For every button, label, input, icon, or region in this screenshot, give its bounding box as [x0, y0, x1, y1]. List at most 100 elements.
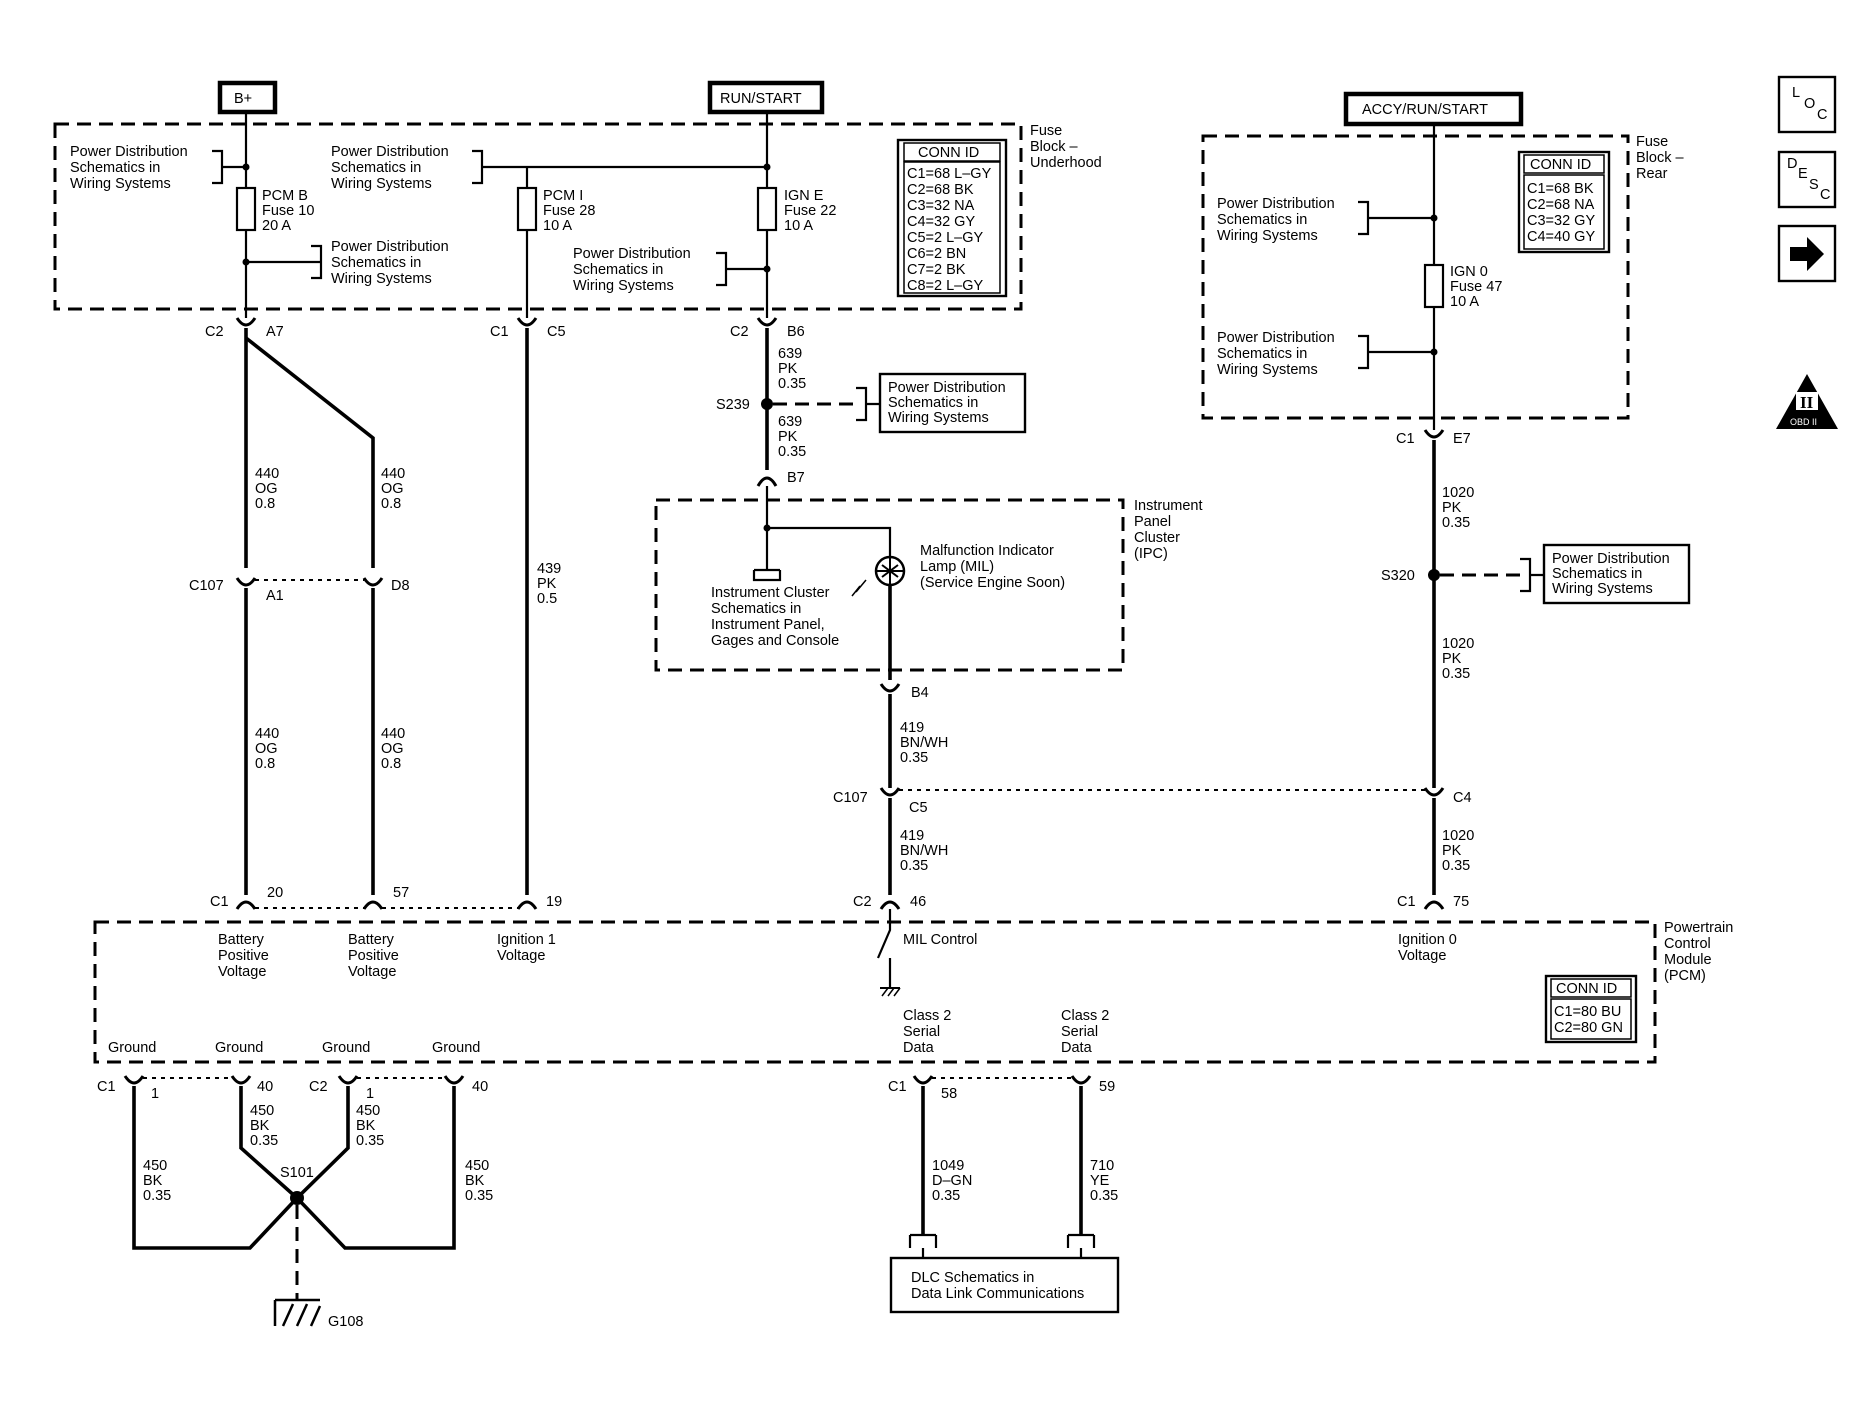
svg-text:B4: B4: [911, 685, 929, 701]
svg-text:Instrument Cluster: Instrument Cluster: [711, 585, 830, 601]
wire-1020-label: 1020 PK 0.35: [1442, 485, 1474, 531]
svg-text:1020: 1020: [1442, 636, 1474, 652]
svg-text:Data: Data: [1061, 1040, 1093, 1056]
location-button[interactable]: L O C: [1777, 75, 1837, 134]
svg-text:Schematics in: Schematics in: [1217, 212, 1307, 228]
wire-639-label: 639 PK 0.35: [778, 346, 806, 392]
svg-text:Malfunction Indicator: Malfunction Indicator: [920, 543, 1054, 559]
svg-text:C8=2 L–GY: C8=2 L–GY: [907, 278, 984, 294]
svg-text:C1: C1: [888, 1079, 907, 1095]
svg-text:D8: D8: [391, 578, 410, 594]
svg-text:BK: BK: [356, 1118, 376, 1134]
svg-text:Module: Module: [1664, 952, 1712, 968]
svg-text:0.35: 0.35: [356, 1133, 384, 1149]
svg-text:G108: G108: [328, 1314, 363, 1330]
svg-text:639: 639: [778, 414, 802, 430]
svg-text:C2: C2: [730, 324, 749, 340]
description-button[interactable]: D E S C: [1777, 150, 1837, 209]
pcm-ground: Ground: [322, 1040, 370, 1056]
pcm-ignition-0-voltage: Ignition 0 Voltage: [1398, 932, 1457, 964]
svg-text:C5: C5: [547, 324, 566, 340]
svg-text:1020: 1020: [1442, 485, 1474, 501]
svg-text:Schematics in: Schematics in: [888, 395, 978, 411]
svg-text:450: 450: [250, 1103, 274, 1119]
fuse-block-underhood-label: Fuse Block – Underhood: [1030, 123, 1102, 171]
svg-text:Power Distribution: Power Distribution: [1217, 330, 1335, 346]
svg-text:Voltage: Voltage: [218, 964, 266, 980]
wire-419-label: 419 BN/WH 0.35: [900, 720, 948, 766]
svg-text:Power Distribution: Power Distribution: [573, 246, 691, 262]
svg-text:C4: C4: [1453, 790, 1472, 806]
svg-text:Schematics in: Schematics in: [1552, 566, 1642, 582]
svg-text:Wiring Systems: Wiring Systems: [1217, 362, 1318, 378]
svg-text:439: 439: [537, 561, 561, 577]
svg-text:A1: A1: [266, 588, 284, 604]
svg-text:C5: C5: [909, 800, 928, 816]
svg-text:C2: C2: [853, 894, 872, 910]
svg-text:C2=80 GN: C2=80 GN: [1554, 1020, 1623, 1036]
svg-text:E: E: [1798, 166, 1808, 182]
svg-text:Wiring Systems: Wiring Systems: [331, 176, 432, 192]
wire-710-label: 710 YE 0.35: [1090, 1158, 1118, 1204]
next-page-button[interactable]: [1777, 224, 1837, 283]
svg-text:Wiring Systems: Wiring Systems: [888, 410, 989, 426]
svg-text:C107: C107: [833, 790, 868, 806]
svg-text:Underhood: Underhood: [1030, 155, 1102, 171]
power-distribution-ref: Power Distribution Schematics in Wiring …: [1217, 330, 1434, 378]
svg-text:E7: E7: [1453, 431, 1471, 447]
fuse-ign-0: IGN 0 Fuse 47 10 A: [1423, 263, 1502, 310]
svg-text:C1: C1: [1397, 894, 1416, 910]
wire-1020-label: 1020 PK 0.35: [1442, 828, 1474, 874]
svg-text:Instrument Panel,: Instrument Panel,: [711, 617, 825, 633]
ground-icon: [880, 987, 901, 997]
wire-450-label: 450 BK 0.35: [250, 1103, 278, 1149]
svg-text:450: 450: [465, 1158, 489, 1174]
svg-text:CONN ID: CONN ID: [1530, 157, 1591, 173]
svg-text:Schematics in: Schematics in: [1217, 346, 1307, 362]
svg-text:(Service Engine Soon): (Service Engine Soon): [920, 575, 1065, 591]
svg-text:419: 419: [900, 720, 924, 736]
svg-text:CONN ID: CONN ID: [918, 145, 979, 161]
svg-text:OBD II: OBD II: [1790, 417, 1817, 427]
svg-text:O: O: [1804, 96, 1815, 112]
svg-text:450: 450: [143, 1158, 167, 1174]
power-distribution-ref: Power Distribution Schematics in Wiring …: [856, 372, 1027, 434]
right-arrow-icon: [1790, 237, 1824, 271]
power-distribution-ref: Power Distribution Schematics in Wiring …: [331, 144, 490, 192]
svg-text:40: 40: [472, 1079, 488, 1095]
svg-text:Wiring Systems: Wiring Systems: [1217, 228, 1318, 244]
svg-text:1: 1: [366, 1086, 374, 1102]
pcm-ground: Ground: [432, 1040, 480, 1056]
svg-text:75: 75: [1453, 894, 1469, 910]
svg-text:Instrument: Instrument: [1134, 498, 1203, 514]
svg-text:Cluster: Cluster: [1134, 530, 1180, 546]
svg-text:Voltage: Voltage: [1398, 948, 1446, 964]
svg-text:C3=32 GY: C3=32 GY: [1527, 213, 1595, 229]
svg-text:440: 440: [381, 726, 405, 742]
svg-text:0.35: 0.35: [1442, 666, 1470, 682]
svg-text:0.35: 0.35: [465, 1188, 493, 1204]
wire-439-label: 439 PK 0.5: [537, 561, 561, 607]
svg-text:IGN 0: IGN 0: [1450, 264, 1488, 280]
svg-text:OG: OG: [255, 741, 278, 757]
pcm-ground: Ground: [108, 1040, 156, 1056]
wire-440-label: 440 OG 0.8: [255, 726, 279, 772]
splice-s101: [290, 1191, 304, 1205]
svg-text:C1: C1: [97, 1079, 116, 1095]
svg-text:Schematics in: Schematics in: [331, 160, 421, 176]
svg-text:BN/WH: BN/WH: [900, 843, 948, 859]
pcm-class2-serial-data: Class 2 Serial Data: [1061, 1008, 1109, 1056]
pcm-label: Powertrain Control Module (PCM): [1664, 920, 1733, 984]
svg-text:C1=68 L–GY: C1=68 L–GY: [907, 166, 992, 182]
svg-text:Class 2: Class 2: [1061, 1008, 1109, 1024]
wire-450-label: 450 BK 0.35: [143, 1158, 171, 1204]
svg-text:Lamp (MIL): Lamp (MIL): [920, 559, 994, 575]
svg-text:CONN ID: CONN ID: [1556, 981, 1617, 997]
svg-text:0.35: 0.35: [1442, 515, 1470, 531]
svg-text:BK: BK: [250, 1118, 270, 1134]
svg-text:0.35: 0.35: [932, 1188, 960, 1204]
splice-s320: [1428, 569, 1440, 581]
svg-text:C2=68 BK: C2=68 BK: [907, 182, 974, 198]
svg-text:639: 639: [778, 346, 802, 362]
svg-text:1: 1: [151, 1086, 159, 1102]
